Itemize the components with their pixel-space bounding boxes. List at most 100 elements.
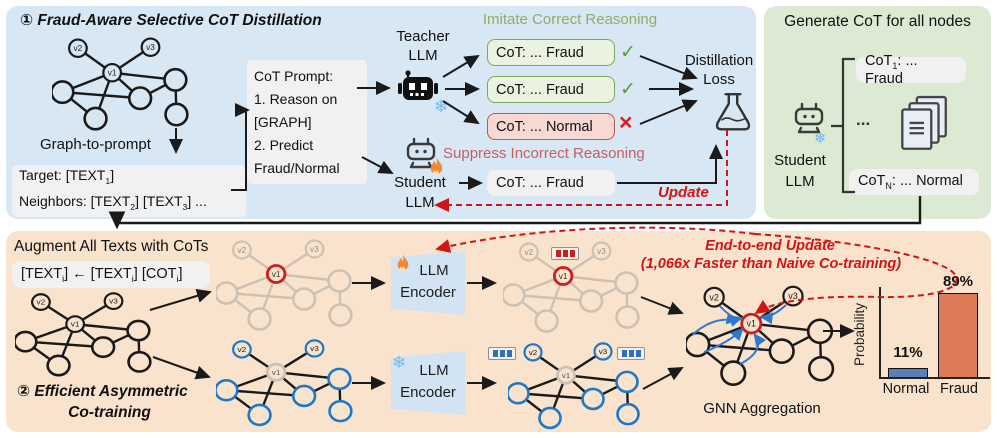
encoder-label: LLM — [419, 262, 449, 279]
graph-node-label: v1 — [108, 69, 117, 78]
graph-node-l — [52, 81, 73, 102]
graph-edge — [226, 293, 304, 299]
graph-node-br — [330, 401, 352, 421]
graph-node-br — [809, 357, 833, 380]
graph-node-l — [15, 332, 36, 351]
panel-cotraining-title-2: Co-training — [68, 404, 151, 421]
cot-prompt-box: CoT Prompt: 1. Reason on [GRAPH] 2. Pred… — [247, 60, 367, 184]
panel-generate-title: Generate CoT for all nodes — [784, 13, 971, 30]
cot-text: CoT1: ... Fraud — [865, 53, 918, 87]
graph-node-br — [166, 104, 188, 125]
graph-node-v2 — [233, 341, 251, 357]
graph-node-l — [503, 285, 524, 306]
graph-to-prompt-label: Graph-to-prompt — [40, 136, 151, 153]
graph-node-v1 — [267, 364, 285, 380]
graph-node-bl — [721, 362, 745, 385]
augment-formula-box: [TEXTi] ← [TEXTi] [COTi] — [12, 261, 210, 288]
cot-last-box: CoTN: ... Normal — [849, 169, 979, 195]
graph-node-m — [129, 88, 151, 109]
graph-edge — [518, 393, 593, 399]
check-icon: ✓ — [620, 42, 636, 63]
graph-node-v3 — [306, 340, 324, 356]
graph-node-bl — [540, 408, 561, 428]
graph-node-v3 — [142, 39, 160, 56]
student-robot-icon — [791, 102, 827, 134]
teacher-cot-output-1: CoT: ... Fraud — [487, 39, 615, 66]
graph-node-label: v2 — [37, 298, 46, 306]
cross-icon: × — [619, 109, 633, 135]
graph-node-bl — [249, 405, 271, 425]
graph-node-bl — [249, 309, 271, 330]
teacher-robot-icon — [398, 68, 438, 106]
formula-text: [TEXTi] ← [TEXTi] [COTi] — [21, 265, 183, 284]
graph-node-label: v1 — [562, 371, 570, 380]
graph-node-v3 — [105, 293, 123, 309]
graph-node-label: v2 — [74, 44, 83, 53]
ellipsis-label: ... — [856, 110, 871, 129]
cot-text: CoT: ... Fraud — [496, 44, 584, 61]
embedding-tokens-blue — [488, 347, 516, 360]
neighbors-line: Neighbors: [TEXT2] [TEXT3] ... — [19, 193, 207, 212]
panel-cotraining-title: ② Efficient Asymmetric — [17, 383, 188, 400]
aggregation-arrow — [693, 311, 741, 334]
cot-prompt-line: 1. Reason on — [254, 90, 338, 107]
bar-fraud — [938, 293, 978, 378]
graph-node-label: v2 — [525, 248, 534, 257]
graph-node-label: v2 — [238, 345, 247, 354]
graph-node-v2 — [525, 344, 542, 360]
graph-node-label: v3 — [310, 245, 319, 254]
distillation-loss-label: Loss — [703, 71, 735, 88]
target-line: Target: [TEXT1] — [19, 167, 115, 186]
graph-node-r — [616, 273, 638, 294]
graph-node-bl — [48, 356, 70, 375]
llm-encoder-tuned: LLM Encoder — [391, 251, 465, 315]
graph-edge — [226, 390, 304, 396]
end-to-end-update-label: End-to-end Update — [705, 238, 835, 254]
graph-node-v1 — [103, 64, 121, 81]
graph-node-l — [216, 283, 237, 304]
graph-node-l — [686, 333, 709, 356]
graph-node-label: v3 — [310, 344, 319, 353]
graph-node-br — [618, 404, 639, 424]
graph-node-label: v1 — [559, 272, 568, 281]
snowflake-icon: ❄ — [392, 353, 407, 372]
graph-node-label: v3 — [788, 291, 798, 301]
update-label: Update — [658, 184, 709, 201]
bar-value-fraud: 89% — [942, 273, 974, 290]
teacher-cot-output-2: CoT: ... Fraud — [487, 76, 615, 103]
graph-node-br — [330, 305, 352, 326]
graph-node-v1 — [554, 268, 572, 285]
graph-node-label: v1 — [71, 320, 80, 328]
graph-node-v1 — [66, 316, 84, 332]
target-text-box: Target: [TEXT1] Neighbors: [TEXT2] [TEXT… — [12, 165, 246, 217]
graph-edge — [697, 345, 781, 352]
teacher-llm-label: LLM — [408, 47, 438, 64]
graph-node-label: v1 — [272, 270, 281, 279]
graph-node-bl — [536, 311, 558, 332]
graph-node-l — [508, 383, 529, 403]
graph-node-v3 — [306, 241, 324, 258]
encoder-label: Encoder — [400, 384, 456, 401]
fire-icon — [395, 253, 411, 273]
student-label: Student — [774, 152, 826, 169]
bar-value-normal: 11% — [893, 344, 923, 361]
graph-node-r — [617, 372, 638, 392]
snowflake-icon: ❄ — [814, 130, 827, 147]
graph-node-label: v1 — [272, 368, 281, 377]
graph-node-br — [129, 352, 151, 371]
augment-title: Augment All Texts with CoTs — [14, 238, 209, 255]
aggregation-arrow — [704, 327, 744, 352]
cot-prompt-line: [GRAPH] — [254, 113, 312, 130]
graph-node-br — [617, 307, 639, 328]
cot-prompt-line: Fraud/Normal — [254, 159, 340, 176]
imitate-correct-reasoning-label: Imitate Correct Reasoning — [482, 11, 658, 28]
distillation-label: Distillation — [684, 52, 754, 69]
graph-node-v2 — [32, 294, 50, 310]
graph-node-r — [808, 320, 832, 343]
llm-encoder-frozen: LLM Encoder — [391, 351, 465, 415]
check-icon: ✓ — [620, 79, 636, 100]
